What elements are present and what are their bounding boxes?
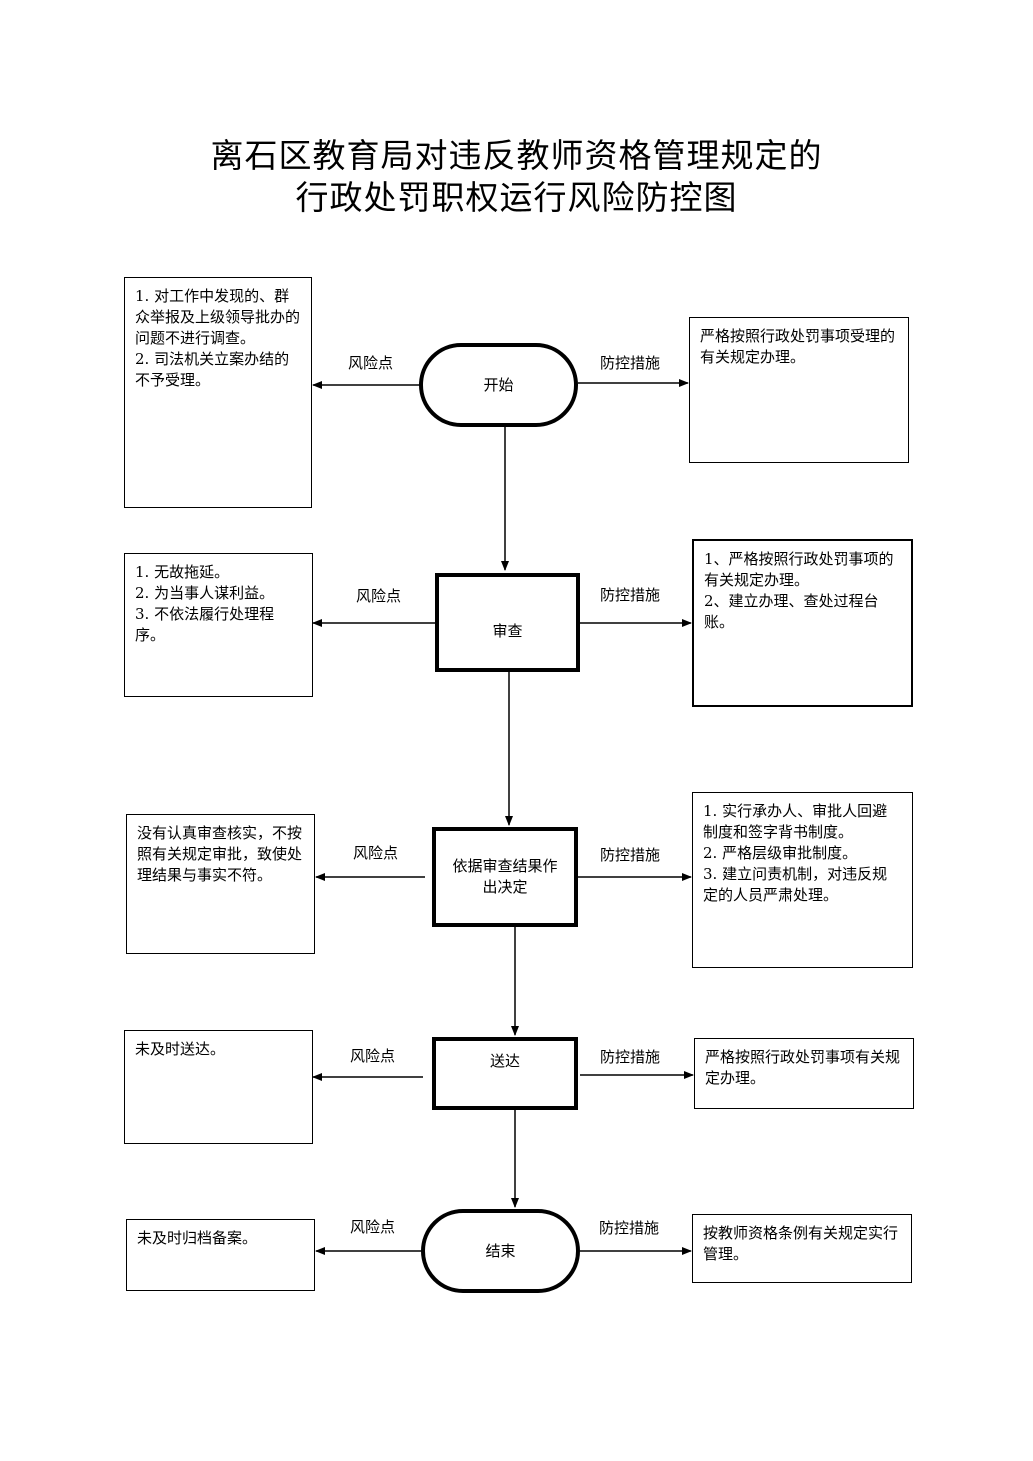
risk-text: 未及时归档备案。 (137, 1229, 258, 1247)
risk-text: 3. 不依法履行处理程序。 (135, 605, 275, 644)
risk-text: 未及时送达。 (135, 1040, 226, 1058)
control-box-review: 1、严格按照行政处罚事项的有关规定办理。 2、建立办理、查处过程台账。 (692, 539, 913, 707)
risk-label: 风险点 (350, 1047, 396, 1065)
node-start: 开始 (419, 343, 578, 427)
control-label: 防控措施 (600, 1048, 661, 1066)
node-delivery: 送达 (432, 1037, 578, 1110)
control-text: 按教师资格条例有关规定实行管理。 (703, 1224, 899, 1263)
node-decision: 依据审查结果作出决定 (432, 827, 578, 927)
control-box-delivery: 严格按照行政处罚事项有关规定办理。 (694, 1038, 914, 1109)
control-label: 防控措施 (600, 846, 661, 864)
control-label: 防控措施 (600, 354, 661, 372)
risk-box-delivery: 未及时送达。 (124, 1030, 313, 1144)
risk-text: 2. 司法机关立案办结的不予受理。 (135, 350, 290, 389)
node-label: 审查 (492, 622, 523, 640)
control-box-start: 严格按照行政处罚事项受理的有关规定办理。 (689, 317, 909, 463)
node-review: 审查 (435, 573, 580, 672)
risk-label: 风险点 (348, 354, 394, 372)
risk-box-decision: 没有认真审查核实，不按照有关规定审批，致使处理结果与事实不符。 (126, 814, 315, 954)
node-label: 依据审查结果作出决定 (452, 857, 558, 896)
risk-box-start: 1. 对工作中发现的、群众举报及上级领导批办的问题不进行调查。 2. 司法机关立… (124, 277, 312, 508)
page-title-line1: 离石区教育局对违反教师资格管理规定的 (210, 136, 823, 175)
node-label: 开始 (483, 375, 514, 394)
control-text: 2、建立办理、查处过程台账。 (704, 592, 879, 631)
control-text: 严格按照行政处罚事项有关规定办理。 (705, 1048, 901, 1087)
control-box-decision: 1. 实行承办人、审批人回避制度和签字背书制度。 2. 严格层级审批制度。 3.… (692, 792, 913, 968)
control-text: 严格按照行政处罚事项受理的有关规定办理。 (700, 327, 896, 366)
risk-label: 风险点 (350, 1218, 396, 1236)
control-box-end: 按教师资格条例有关规定实行管理。 (692, 1214, 912, 1283)
risk-text: 没有认真审查核实，不按照有关规定审批，致使处理结果与事实不符。 (137, 824, 303, 884)
risk-text: 1. 对工作中发现的、群众举报及上级领导批办的问题不进行调查。 (135, 287, 301, 347)
page-title-line2: 行政处罚职权运行风险防控图 (295, 178, 738, 217)
node-label: 送达 (489, 1052, 520, 1070)
risk-label: 风险点 (356, 587, 402, 605)
risk-text: 1. 无故拖延。 (135, 563, 230, 581)
control-text: 1. 实行承办人、审批人回避制度和签字背书制度。 (703, 802, 888, 841)
risk-box-end: 未及时归档备案。 (126, 1219, 315, 1291)
risk-text: 2. 为当事人谋利益。 (135, 584, 275, 602)
risk-label: 风险点 (353, 844, 399, 862)
control-label: 防控措施 (600, 586, 661, 604)
node-label: 结束 (485, 1241, 516, 1260)
risk-box-review: 1. 无故拖延。 2. 为当事人谋利益。 3. 不依法履行处理程序。 (124, 553, 313, 697)
node-end: 结束 (421, 1209, 580, 1293)
control-text: 2. 严格层级审批制度。 (703, 844, 858, 862)
control-label: 防控措施 (599, 1219, 660, 1237)
control-text: 1、严格按照行政处罚事项的有关规定办理。 (704, 550, 894, 589)
control-text: 3. 建立问责机制，对违反规定的人员严肃处理。 (703, 865, 888, 904)
